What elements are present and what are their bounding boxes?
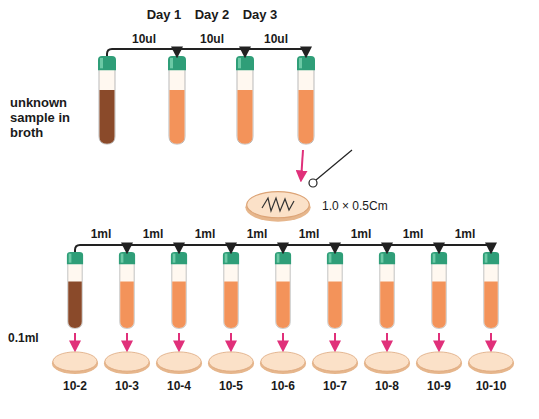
volume-label: 10ul [190, 33, 234, 47]
volume-label: 1ml [235, 228, 279, 242]
agar-plate [104, 352, 150, 374]
plating-arrow [282, 333, 284, 350]
agar-plate [468, 352, 514, 374]
dilution-label: 10-3 [101, 380, 153, 394]
agar-plate [312, 352, 358, 374]
dilution-label: 10-6 [257, 380, 309, 394]
test-tube [275, 252, 291, 328]
test-tube [483, 252, 499, 328]
dimension-label: 1.0 × 0.5Cm [322, 200, 412, 214]
agar-plate [208, 352, 254, 374]
plating-arrow [230, 333, 232, 350]
volume-label: 1ml [391, 228, 435, 242]
test-tube [223, 252, 239, 328]
transfer-arrow [245, 49, 306, 56]
volume-label: 10ul [122, 33, 166, 47]
plating-arrow [126, 333, 128, 350]
transfer-arrow [335, 245, 387, 252]
volume-label: 1ml [79, 228, 123, 242]
day-label: Day 3 [236, 8, 284, 23]
transfer-arrow [231, 245, 283, 252]
plating-arrow [386, 333, 388, 350]
volume-label: 1ml [443, 228, 487, 242]
dilution-label: 10-7 [309, 380, 361, 394]
transfer-arrow [75, 245, 127, 252]
agar-plate [245, 192, 310, 222]
dilution-label: 10-5 [205, 380, 257, 394]
volume-label: 1ml [131, 228, 175, 242]
plating-arrow [178, 333, 180, 350]
test-tube [168, 56, 186, 144]
dilution-label: 10-10 [465, 380, 517, 394]
transfer-arrow [179, 245, 231, 252]
plating-arrow [301, 150, 303, 180]
transfer-arrow [107, 49, 177, 56]
day-label: Day 2 [188, 8, 236, 23]
volume-label: 0.1ml [8, 332, 56, 346]
agar-plate [156, 352, 202, 374]
dilution-label: 10-4 [153, 380, 205, 394]
test-tube [67, 252, 83, 328]
sample-label: unknown sample in broth [10, 96, 98, 141]
agar-plate [260, 352, 306, 374]
transfer-arrow [127, 245, 179, 252]
dilution-label: 10-8 [361, 380, 413, 394]
test-tube [119, 252, 135, 328]
test-tube [327, 252, 343, 328]
volume-label: 1ml [183, 228, 227, 242]
day-label: Day 1 [140, 8, 188, 23]
test-tube [236, 56, 254, 144]
test-tube [431, 252, 447, 328]
test-tube [171, 252, 187, 328]
plating-arrow [74, 333, 76, 350]
inoculating-loop [309, 179, 317, 187]
test-tube [379, 252, 395, 328]
transfer-arrow [439, 245, 491, 252]
streak-line [262, 198, 294, 211]
transfer-arrow [177, 49, 245, 56]
volume-label: 1ml [339, 228, 383, 242]
transfer-arrow [283, 245, 335, 252]
plating-arrow [438, 333, 440, 350]
agar-plate [364, 352, 410, 374]
test-tube [98, 56, 116, 144]
volume-label: 1ml [287, 228, 331, 242]
loop-handle [316, 150, 352, 180]
agar-plate [52, 352, 98, 374]
transfer-arrow [387, 245, 439, 252]
agar-plate [416, 352, 462, 374]
dilution-label: 10-2 [49, 380, 101, 394]
plating-arrow [334, 333, 336, 350]
test-tube [297, 56, 315, 144]
volume-label: 10ul [254, 33, 298, 47]
plating-arrow [490, 333, 492, 350]
dilution-label: 10-9 [413, 380, 465, 394]
